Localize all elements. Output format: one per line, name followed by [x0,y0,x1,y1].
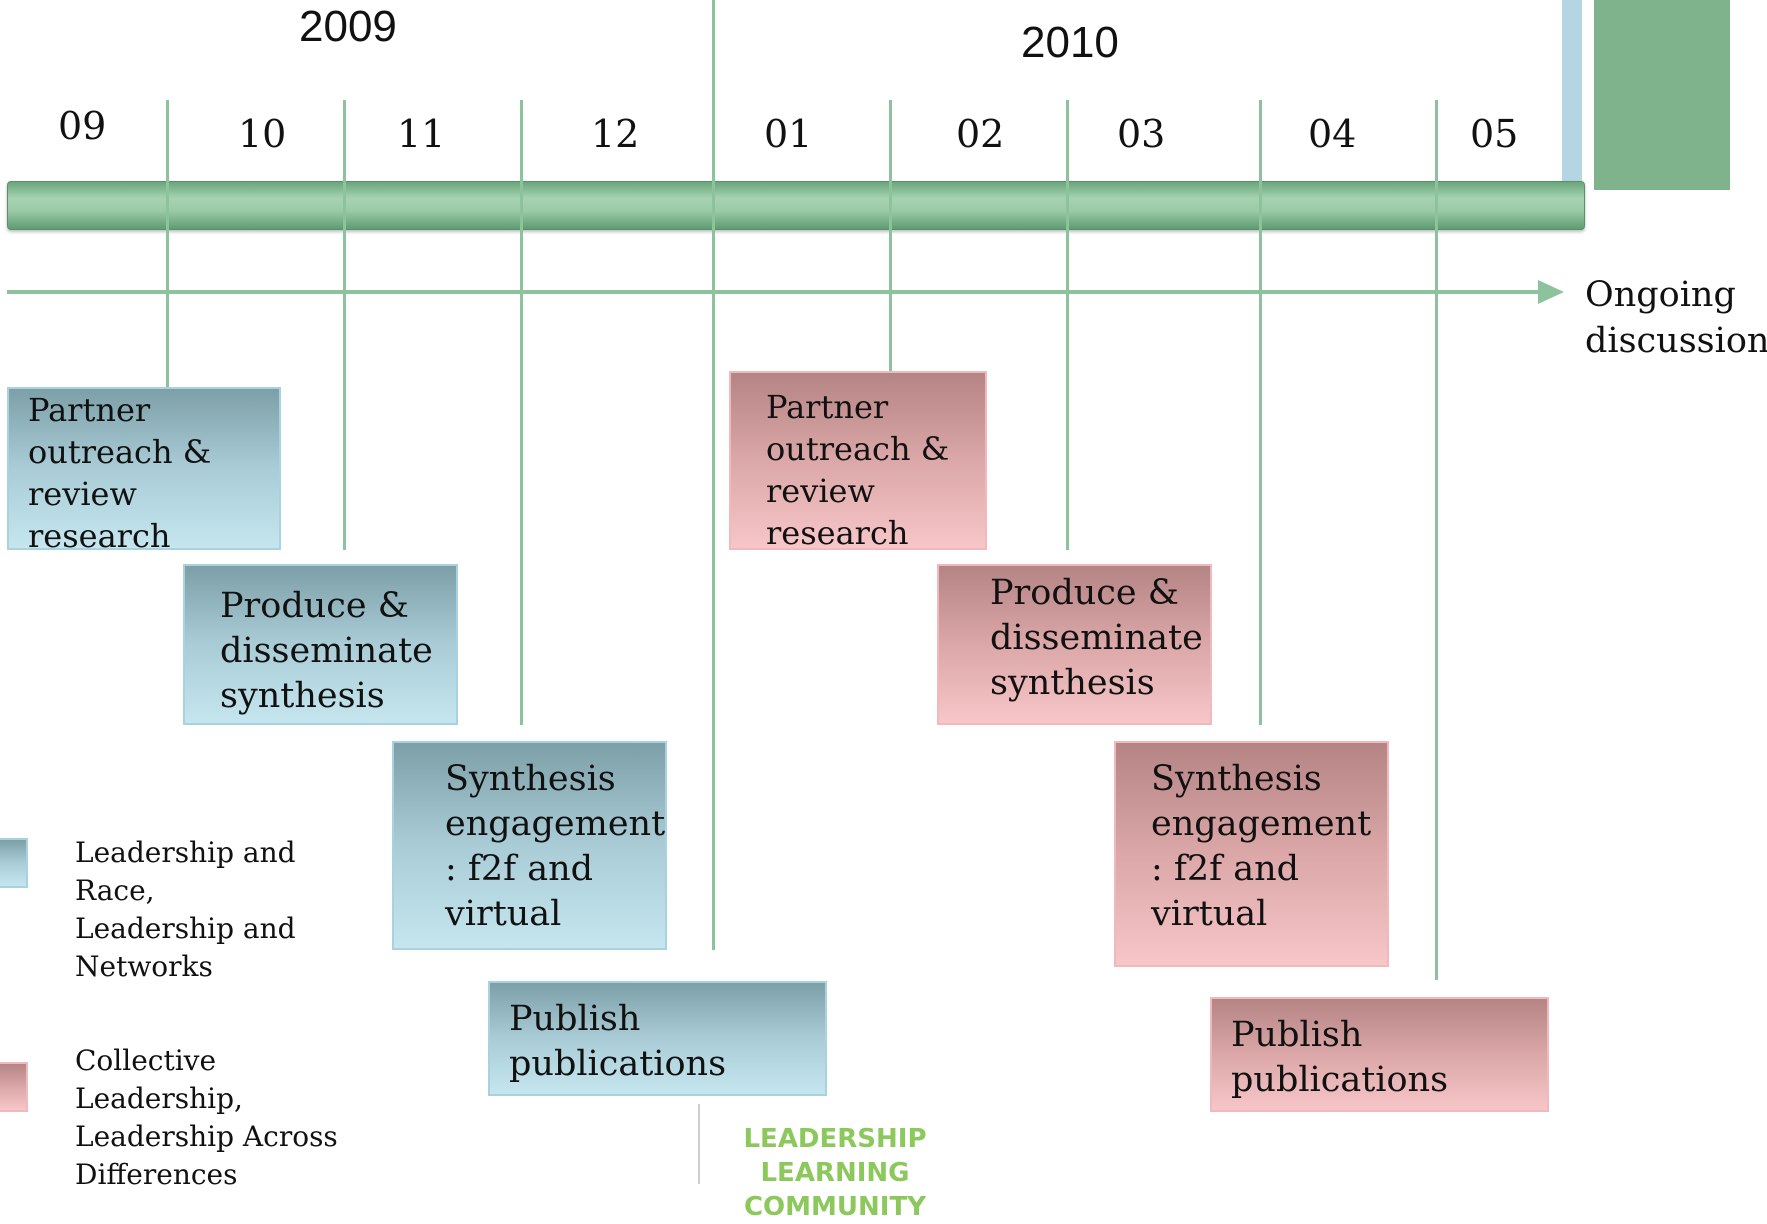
legend-text-blue: Leadership and Race, Leadership and Netw… [75,834,296,986]
legend-line: Differences [75,1158,238,1191]
box-text-line: Produce & [220,586,409,626]
month-12: 12 [591,112,640,156]
box-text-line: outreach & [28,433,212,471]
box-text-line: disseminate [220,631,433,671]
box-text-line: Synthesis [445,759,616,799]
logo-line-2: COMMUNITY [743,1192,927,1222]
divider-line [343,100,346,550]
month-05: 05 [1470,112,1519,156]
pink-box-synthesis-engagement: Synthesis engagement : f2f and virtual [1114,741,1389,967]
timeline-bar [7,181,1585,230]
year-2009: 2009 [299,2,397,51]
legend-swatch-blue [0,838,28,888]
legend-line: Leadership and [75,912,296,945]
ongoing-line-2: discussion [1585,321,1767,361]
divider-line-year [712,0,715,950]
legend-text-pink: Collective Leadership, Leadership Across… [75,1042,338,1194]
legend-swatch-pink [0,1062,28,1112]
top-right-blue-strip [1562,0,1582,181]
logo-divider [698,1104,700,1184]
divider-line [520,100,523,725]
month-11: 11 [397,112,446,156]
ongoing-arrow-line [7,290,1549,294]
arrow-head-icon [1538,280,1564,304]
box-text-line: outreach & [766,430,950,468]
box-text-line: Publish [1231,1015,1363,1055]
box-text-line: Partner [28,391,151,429]
legend-line: Networks [75,950,213,983]
box-text-line: virtual [1151,894,1268,934]
divider-line [1259,100,1262,725]
box-text-line: Synthesis [1151,759,1322,799]
box-text-line: research [766,514,909,552]
year-2010: 2010 [1021,18,1119,67]
divider-line [889,100,892,390]
month-02: 02 [956,112,1005,156]
box-text-line: : f2f and [445,849,594,889]
box-text-line: disseminate [990,618,1203,658]
ongoing-line-1: Ongoing [1585,275,1736,315]
legend-line: Leadership and [75,836,296,869]
blue-box-publish: Publish publications [488,981,827,1096]
box-text-line: Partner [766,388,889,426]
month-09: 09 [58,104,107,148]
divider-line [1066,100,1069,550]
box-text-line: research [28,517,171,555]
box-text-line: publications [1231,1060,1449,1100]
month-04: 04 [1308,112,1357,156]
box-text-line: publications [509,1044,727,1084]
box-text-line: Publish [509,999,641,1039]
box-text-line: : f2f and [1151,849,1300,889]
blue-box-partner-outreach: Partner outreach & review research [7,387,281,555]
blue-box-synthesis-engagement: Synthesis engagement : f2f and virtual [392,741,667,950]
box-text-line: engagement [1151,804,1372,844]
leadership-learning-community-logo: LEADERSHIP LEARNING COMMUNITY [695,1122,975,1224]
divider-line [1435,100,1438,980]
box-text-line: engagement [445,804,666,844]
pink-box-publish: Publish publications [1210,997,1549,1112]
legend-line: Race, [75,874,155,907]
pink-box-partner-outreach: Partner outreach & review research [729,371,987,552]
logo-line-1: LEADERSHIP LEARNING [743,1124,927,1188]
legend-line: Collective [75,1044,217,1077]
legend-line: Leadership, [75,1082,243,1115]
legend-line: Leadership Across [75,1120,338,1153]
pink-box-produce-synthesis: Produce & disseminate synthesis [937,564,1212,725]
ongoing-discussion-label: Ongoing discussion [1585,272,1767,364]
top-right-green-block [1594,0,1730,190]
box-text-line: Produce & [990,573,1179,613]
month-03: 03 [1117,112,1166,156]
blue-box-produce-synthesis: Produce & disseminate synthesis [183,564,458,725]
month-10: 10 [238,112,287,156]
month-01: 01 [764,112,813,156]
box-text-line: virtual [445,894,562,934]
box-text-line: review [766,472,875,510]
box-text-line: synthesis [990,663,1155,703]
box-text-line: review [28,475,137,513]
box-text-line: synthesis [220,676,385,716]
divider-line [166,100,169,390]
